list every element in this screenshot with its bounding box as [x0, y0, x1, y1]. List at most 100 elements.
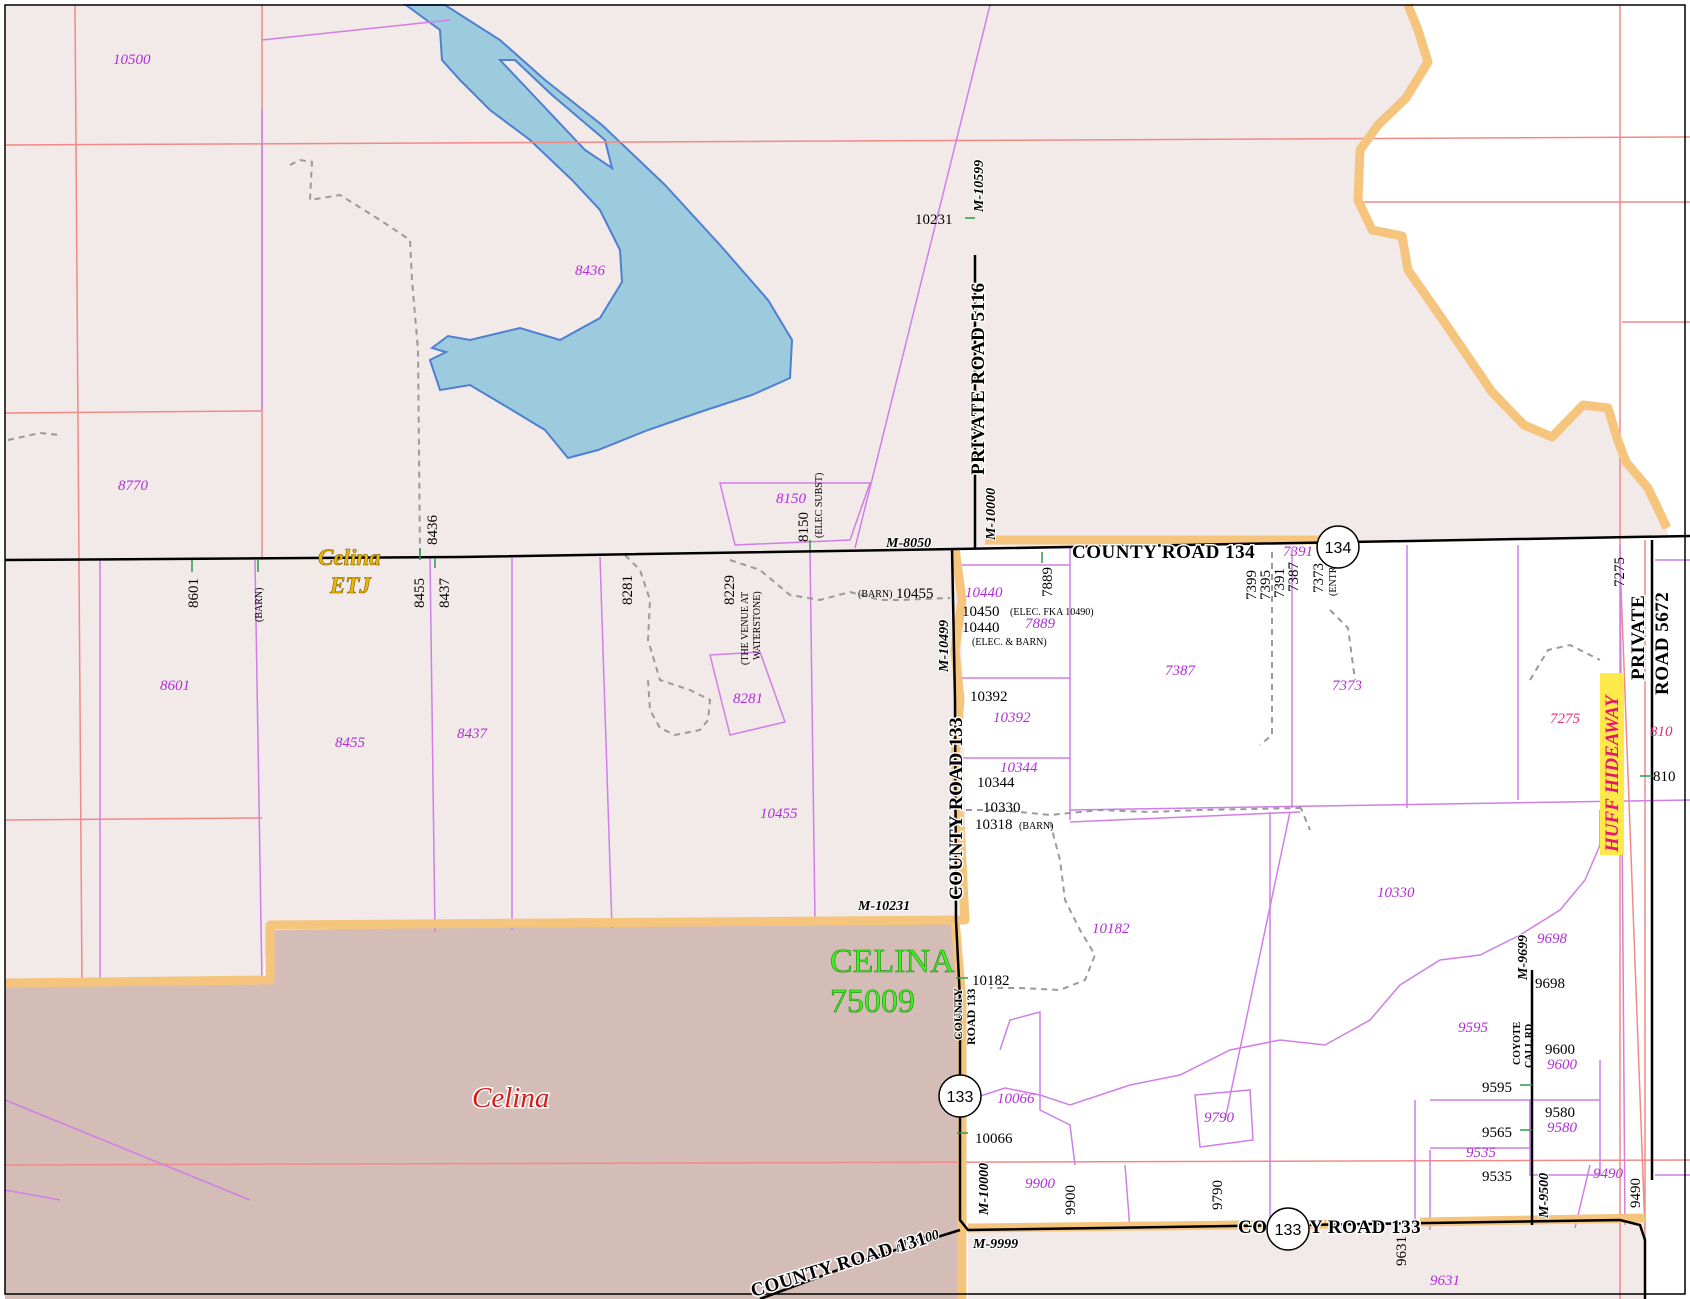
address-label: 9535: [1482, 1169, 1512, 1185]
etj-label: Celina: [318, 545, 381, 570]
parcel-label: 9900: [1025, 1176, 1056, 1192]
address-label: 7391: [1272, 568, 1288, 598]
address-label: 8150: [796, 512, 812, 542]
parcel-label: 9790: [1204, 1110, 1235, 1126]
m-code-label: M-10499: [937, 620, 952, 673]
address-label: 10455: [896, 586, 934, 602]
huff-hideaway-label: HUFF HIDEAWAY: [1602, 693, 1623, 853]
address-label: 9790: [1210, 1180, 1226, 1210]
road-label-coyote-call: COYOTE: [1512, 1021, 1523, 1065]
parcel-label: 10330: [1377, 885, 1415, 901]
road-label-pr5672: PRIVATE: [1628, 595, 1649, 680]
shield-number: 134: [1325, 540, 1352, 557]
m-code-labels: M-10599 M-10000 M-8050 M-10499 M-10231 M…: [856, 159, 1553, 1257]
city-area: [5, 920, 960, 1299]
address-label: 9490: [1628, 1178, 1644, 1208]
address-label: 10344: [977, 775, 1015, 791]
parcel-label: 9600: [1547, 1057, 1578, 1073]
zip-city-label: CELINA: [830, 943, 955, 980]
address-label: 10182: [972, 973, 1010, 989]
address-label: 10231: [915, 212, 953, 228]
etj-boundary: [4, 3, 1672, 1299]
outside-area-south: [968, 536, 1690, 1299]
map-border: [4, 4, 1686, 1295]
m-code-label: M-10599: [972, 160, 987, 213]
parcel-number-labels: 10500 8436 8770 8150 8601 8455 8437 8281…: [113, 52, 1673, 1289]
address-label: 9900: [1063, 1185, 1079, 1215]
road-label-cr133-small: ROAD 133: [964, 989, 978, 1045]
address-label: (ELEC SUBST): [814, 473, 825, 538]
parcel-label: 7373: [1332, 678, 1362, 694]
road-label-cr133-bottom: COUNTY ROAD 133: [1238, 1217, 1421, 1238]
shield-circle-icon: [1316, 525, 1360, 569]
m-code-label: M-10000: [977, 1163, 992, 1216]
address-label: 10318: [975, 817, 1013, 833]
parcel-label: 7391: [1283, 544, 1313, 560]
address-label: 7399: [1244, 570, 1260, 600]
address-label: 8436: [425, 515, 441, 546]
parcel-label: 8437: [457, 726, 489, 742]
road-label-cr133-small: COUNTY: [951, 988, 965, 1040]
address-label: 9600: [1545, 1042, 1575, 1058]
m-code-label: M-10231: [857, 899, 910, 914]
address-label: (ELEC. FKA 10490): [1010, 607, 1094, 618]
parcel-label: 9580: [1547, 1120, 1578, 1136]
parcel-label: 10392: [993, 710, 1031, 726]
area-labels: CELINA 75009 Celina Celina ETJ HUFF HIDE…: [318, 545, 1624, 1116]
survey-lines: [4, 4, 1690, 1299]
address-label: 10066: [975, 1131, 1013, 1147]
m-code-label: M-8050: [885, 536, 931, 551]
address-label: 7275: [1612, 557, 1628, 587]
address-label: 9698: [1535, 976, 1565, 992]
route-shield-cr133-west: 133: [938, 1074, 982, 1118]
address-label: 8229: [722, 575, 738, 605]
address-label: (BARN): [254, 588, 265, 622]
address-label: (BARN): [858, 589, 892, 600]
address-label: 7889: [1040, 567, 1056, 597]
parcel-label: 8436: [575, 263, 606, 279]
parcel-label: 10344: [1000, 760, 1038, 776]
parcel-label: 9698: [1537, 931, 1568, 947]
parcel-label: 9535: [1466, 1145, 1497, 1161]
parcel-label: 8455: [335, 735, 366, 751]
route-shield-cr133-south: 133: [1266, 1207, 1310, 1251]
address-label: (ENTR): [1328, 563, 1339, 596]
parcel-label: 7275: [1550, 711, 1581, 727]
parcel-label: 10455: [760, 806, 798, 822]
address-label: 8455: [412, 578, 428, 608]
address-label: 9565: [1482, 1125, 1512, 1141]
route-shield-cr134: 134: [1316, 525, 1360, 569]
address-label: 8281: [620, 575, 636, 605]
address-label: 8601: [186, 578, 202, 608]
parcel-label: 8770: [118, 478, 149, 494]
shield-circle-icon: [1266, 1207, 1310, 1251]
address-label: 10450: [962, 604, 1000, 620]
address-label: WATERSTONE): [752, 591, 763, 660]
m-code-label: M-10000: [984, 488, 999, 541]
address-label: 10330: [983, 800, 1021, 816]
parcel-lines: [4, 4, 1690, 1231]
address-label: 10440: [962, 620, 1000, 636]
shield-number: 133: [1275, 1222, 1302, 1239]
road-label-cr134: COUNTY ROAD 134: [1072, 542, 1255, 563]
huff-hideaway-highlight: [1600, 673, 1624, 855]
address-label: 7373: [1311, 563, 1327, 593]
driveways: [191, 217, 1652, 1134]
parcel-label: 10066: [997, 1091, 1035, 1107]
parcel-label: 9595: [1458, 1020, 1489, 1036]
road-label-coyote-call: CALL RD: [1524, 1024, 1535, 1068]
zip-code-label: 75009: [830, 983, 915, 1020]
address-labels: 10231 8436 8150 (ELEC SUBST) 8601 (BARN)…: [186, 212, 1676, 1266]
address-label: 7387: [1286, 562, 1302, 593]
road-labels: COUNTY ROAD 134 COUNTY ROAD 133 COUNTY R…: [747, 281, 1675, 1299]
parcel-label: 9631: [1430, 1273, 1460, 1289]
trails: [7, 158, 1601, 992]
city-name-label: Celina: [472, 1082, 549, 1114]
road-label-cr133: COUNTY ROAD 133: [946, 717, 967, 900]
parcel-label: 10182: [1092, 921, 1130, 937]
address-label: 9580: [1545, 1105, 1575, 1121]
address-label: 9595: [1482, 1080, 1512, 1096]
parcel-label: 8281: [733, 691, 763, 707]
parcel-label: 810: [1650, 724, 1673, 740]
